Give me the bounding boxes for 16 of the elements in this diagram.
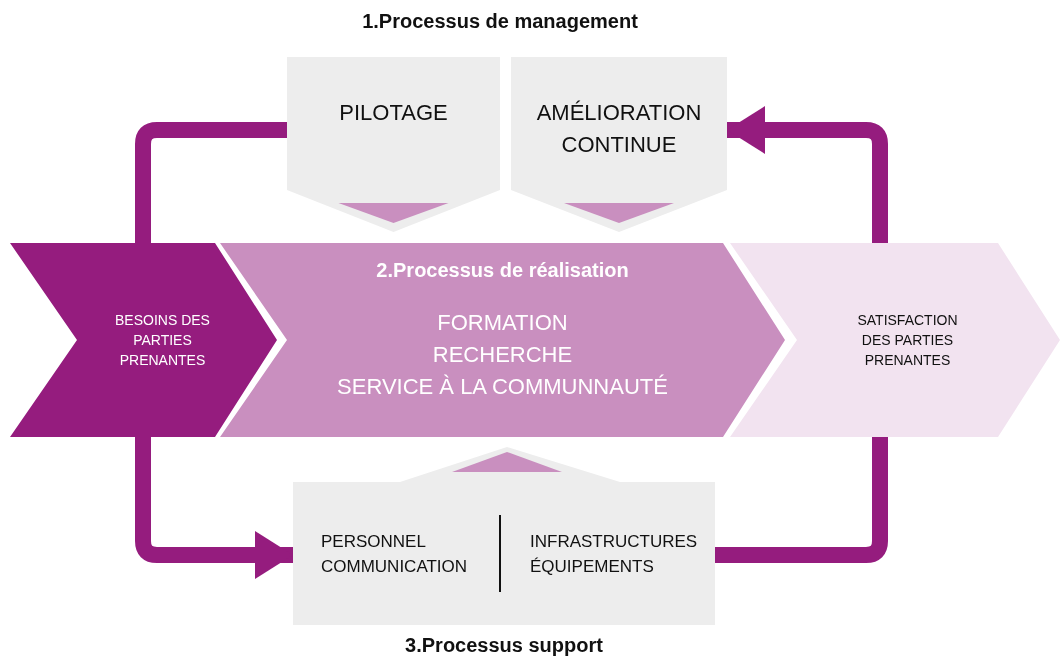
diagram-title: 1.Processus de management xyxy=(361,9,639,34)
chevron-label: SATISFACTION DES PARTIES PRENANTES xyxy=(856,311,959,370)
box-label: PILOTAGE xyxy=(338,99,449,127)
flow-arrow xyxy=(135,437,293,579)
box-label: AMÉLIORATION CONTINUE xyxy=(535,99,703,159)
section-heading: 2.Processus de réalisation xyxy=(376,258,629,283)
process-item: FORMATION xyxy=(437,309,568,337)
support-item: ÉQUIPEMENTS xyxy=(530,556,655,578)
chevron-label: BESOINS DES PARTIES PRENANTES xyxy=(114,311,211,370)
section-caption: 3.Processus support xyxy=(404,633,604,657)
support-item: PERSONNEL xyxy=(321,531,427,553)
support-item: INFRASTRUCTURES xyxy=(530,531,698,553)
support-item: COMMUNICATION xyxy=(321,556,468,578)
process-item: RECHERCHE xyxy=(432,341,573,369)
process-item: SERVICE À LA COMMUNNAUTÉ xyxy=(337,373,668,401)
flow-arrow xyxy=(727,106,888,243)
